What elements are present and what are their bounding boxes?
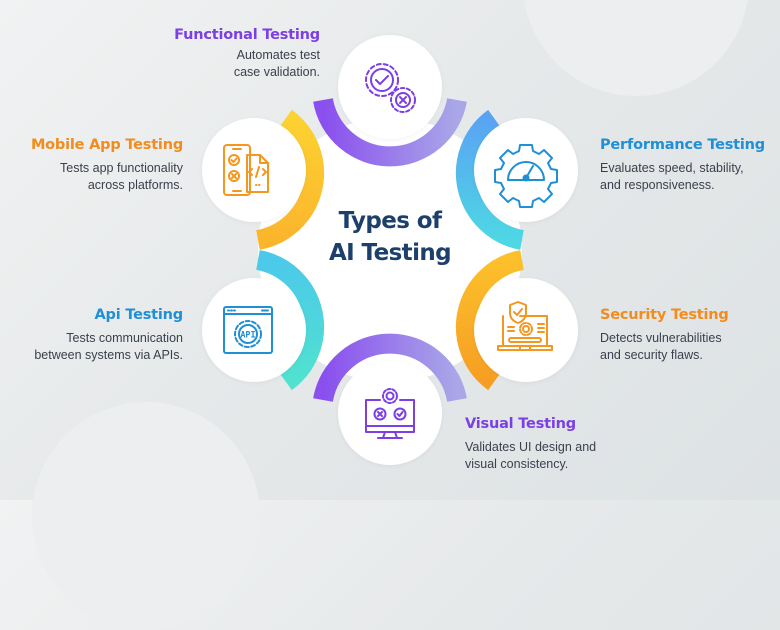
performance-desc-line1: Evaluates speed, stability,: [600, 161, 744, 175]
security-desc-line1: Detects vulnerabilities: [600, 331, 722, 345]
api-desc-line2: between systems via APIs.: [34, 348, 183, 362]
gears-check-x-icon: [365, 63, 416, 113]
gear-gauge-icon: [494, 144, 558, 208]
label-security: Security Testing Detects vulnerabilities…: [600, 306, 780, 364]
functional-desc: Automates test case validation.: [130, 47, 320, 81]
arc-api: [255, 250, 325, 391]
monitor-gear-check-icon: [365, 388, 415, 439]
security-title: Security Testing: [600, 307, 729, 323]
label-mobile: Mobile App Testing Tests app functionali…: [10, 136, 183, 194]
mobile-desc: Tests app functionality across platforms…: [10, 160, 183, 194]
center-hub: [258, 118, 522, 382]
api-desc: Tests communication between systems via …: [10, 330, 183, 364]
api-icon-text: API: [240, 331, 255, 341]
node-security: [474, 278, 578, 382]
center-title: Types of AI Testing: [300, 205, 480, 269]
visual-desc-line1: Validates UI design and: [465, 440, 597, 454]
center-title-line2: AI Testing: [328, 240, 452, 266]
mobile-title: Mobile App Testing: [30, 137, 183, 153]
visual-desc: Validates UI design and visual consisten…: [465, 439, 665, 473]
mobile-code-icon: [223, 144, 269, 196]
label-performance: Performance Testing Evaluates speed, sta…: [600, 136, 780, 194]
label-visual: Visual Testing Validates UI design and v…: [465, 415, 665, 473]
arc-mobile: [255, 109, 325, 250]
api-gear-window-icon: [223, 306, 273, 354]
performance-desc: Evaluates speed, stability, and responsi…: [600, 160, 780, 194]
node-mobile: [202, 118, 306, 222]
security-desc: Detects vulnerabilities and security fla…: [600, 330, 780, 364]
arc-visual: [313, 333, 467, 403]
visual-title: Visual Testing: [465, 416, 576, 432]
visual-desc-line2: visual consistency.: [465, 457, 569, 471]
diagram-canvas: API: [202, 35, 578, 465]
mobile-desc-line2: across platforms.: [87, 178, 183, 192]
arc-performance: [455, 109, 525, 250]
api-desc-line1: Tests communication: [66, 331, 183, 345]
node-api: [202, 278, 306, 382]
laptop-shield-gear-icon: [497, 301, 553, 351]
security-desc-line2: and security flaws.: [600, 348, 703, 362]
functional-desc-line1: Automates test: [236, 48, 320, 62]
api-title: Api Testing: [94, 307, 184, 323]
node-visual: [338, 361, 442, 465]
arc-functional: [313, 97, 467, 167]
functional-desc-line2: case validation.: [233, 65, 320, 79]
mobile-desc-line1: Tests app functionality: [60, 161, 183, 175]
label-api: Api Testing Tests communication between …: [10, 306, 183, 364]
performance-title: Performance Testing: [600, 137, 765, 153]
center-title-line1: Types of: [338, 208, 442, 234]
performance-desc-line2: and responsiveness.: [600, 178, 715, 192]
node-performance: [474, 118, 578, 222]
functional-title: Functional Testing: [174, 27, 320, 43]
arc-security: [455, 250, 525, 391]
label-functional: Functional Testing Automates test case v…: [130, 26, 320, 81]
